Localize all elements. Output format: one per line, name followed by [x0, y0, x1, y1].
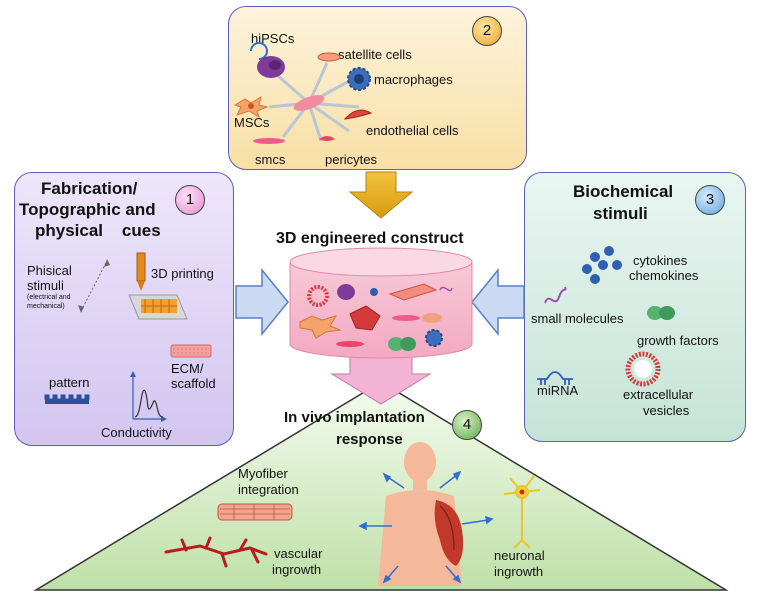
macrophages-label: macrophages — [374, 72, 453, 87]
neuronal-label-1: neuronal — [494, 548, 545, 563]
phisical-note-1: (electrical and — [27, 294, 71, 301]
panel2-icons — [233, 42, 373, 144]
construct-msc-icon — [299, 315, 342, 339]
satellite-cell-icon — [317, 52, 341, 62]
construct-smc-icon — [392, 315, 420, 321]
myofiber-icon — [217, 503, 293, 521]
myotube-icon — [293, 95, 325, 111]
badge-2: 2 — [472, 16, 502, 46]
hipscs-label: hiPSCs — [251, 31, 295, 46]
physical-stimuli-arrow-icon — [78, 259, 110, 313]
small-molecule-icon — [544, 286, 567, 304]
growth-factor-icon — [647, 305, 675, 320]
ecm-scaffold-icon — [170, 344, 212, 358]
neuron-icon — [503, 475, 541, 549]
satellite-cells-label: satellite cells — [338, 47, 412, 62]
chemokines-label: chemokines — [629, 268, 699, 283]
ecm-label-1: ECM/ — [171, 361, 204, 376]
neuronal-label-2: ingrowth — [494, 564, 544, 579]
pericyte-cell-icon — [319, 136, 335, 141]
smcs-label: smcs — [255, 152, 286, 167]
panel3-icons — [537, 246, 675, 387]
panel1-icons — [44, 252, 212, 422]
ecm-label-2: scaffold — [171, 376, 216, 391]
pattern-icon — [44, 394, 90, 404]
human-body-icon — [378, 442, 464, 586]
vesicles-label-1: extracellular — [623, 387, 694, 402]
construct-smc2-icon — [336, 341, 364, 347]
cells-panel: 2 hiPSCs satellite cells macrophages MSC… — [228, 6, 527, 170]
small-molecules-label: small molecules — [531, 311, 624, 326]
panel1-title-line3: physical cues — [35, 221, 161, 240]
fabrication-panel: Fabrication/ Topographic and physical cu… — [14, 172, 234, 446]
pattern-label: pattern — [49, 375, 90, 390]
vascular-tree-icon — [164, 536, 268, 568]
construct-molecule-icon — [439, 286, 453, 292]
endothelial-cells-label: endothelial cells — [366, 123, 459, 138]
macrophage-icon — [347, 67, 371, 91]
construct-macrophage-icon — [425, 329, 443, 347]
mirna-icon — [537, 371, 573, 385]
conductivity-label: Conductivity — [101, 425, 172, 440]
mscs-label: MSCs — [234, 115, 270, 130]
body-arrows-icon — [358, 470, 494, 584]
badge-3: 3 — [695, 185, 725, 215]
myofiber-label-1: Myofiber — [238, 466, 288, 481]
construct-satellite-icon — [388, 283, 438, 301]
construct-hipsc-icon — [337, 284, 355, 300]
construct-pericyte-icon — [422, 313, 442, 323]
panel1-title-line2: Topographic and — [19, 200, 156, 219]
panel3-title-line2: stimuli — [593, 204, 648, 223]
panel1-title-line1: Fabrication/ — [41, 179, 138, 198]
cytokines-label: cytokines — [633, 253, 688, 268]
pericytes-label: pericytes — [325, 152, 378, 167]
3d-printer-icon — [128, 252, 188, 320]
hipsc-cell-icon — [250, 42, 285, 78]
panel3-title-line1: Biochemical — [573, 182, 674, 201]
construct-dot-icon — [370, 288, 378, 296]
panel4-title-line1: In vivo implantation — [284, 409, 425, 426]
badge-4: 4 — [452, 410, 482, 440]
construct-title: 3D engineered construct — [276, 230, 464, 247]
extracellular-vesicle-icon — [625, 351, 661, 387]
msc-cell-icon — [233, 95, 269, 119]
biochemical-panel: Biochemical stimuli 3 cytokines chemokin… — [524, 172, 746, 442]
endothelial-cell-icon — [343, 109, 373, 120]
cytokine-dots-icon — [582, 246, 622, 284]
construct-growth-factor-icon — [388, 337, 416, 351]
3d-printing-label: 3D printing — [151, 266, 214, 281]
myofiber-label-2: integration — [238, 482, 299, 497]
smc-cell-icon — [253, 138, 285, 144]
construct-endothelial-icon — [349, 305, 381, 331]
construct-vesicle-icon — [307, 285, 329, 307]
panel4-title-line2: response — [336, 431, 403, 448]
badge-1: 1 — [175, 185, 205, 215]
vascular-label-2: ingrowth — [272, 562, 322, 577]
vascular-label-1: vascular — [274, 546, 323, 561]
stimuli-label: stimuli — [27, 278, 64, 293]
mirna-label: miRNA — [537, 383, 579, 398]
growth-factors-label: growth factors — [637, 333, 719, 348]
phisical-label: Phisical — [27, 263, 72, 278]
conductivity-graph-icon — [130, 371, 167, 422]
phisical-note-2: mechanical) — [27, 303, 65, 310]
vesicles-label-2: vesicles — [643, 403, 690, 418]
